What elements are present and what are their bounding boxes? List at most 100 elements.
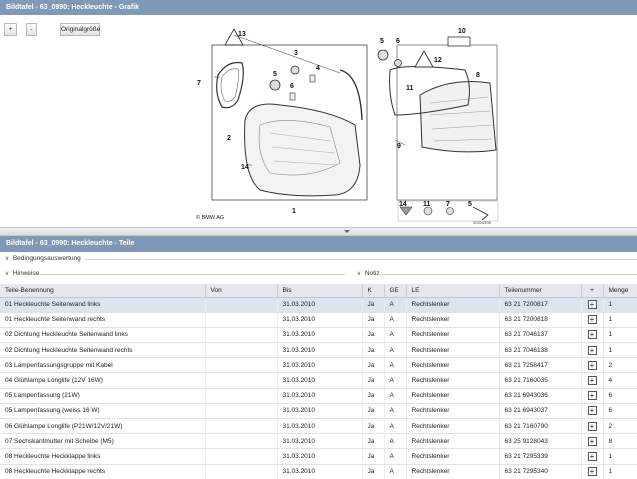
hints-toggle[interactable]: ∨ Hinweise xyxy=(3,268,39,280)
bulb-holder-shape xyxy=(269,79,281,91)
table-row[interactable]: 06 Glühlampe Longlife (P21W/12V/21W)31.0… xyxy=(0,418,637,435)
add-to-cart-icon[interactable]: + xyxy=(587,451,597,461)
graphic-panel-title: Bildtafel - 63_0990: Heckleuchte - Grafi… xyxy=(0,0,637,15)
ge-cell: A xyxy=(384,388,407,404)
from-cell xyxy=(205,372,278,389)
callout-5-small[interactable]: 5 xyxy=(468,201,472,208)
ge-cell: A xyxy=(384,297,407,313)
callout-13[interactable]: 13 xyxy=(238,31,246,38)
add-to-cart-icon[interactable]: + xyxy=(587,467,597,477)
to-cell: 31.03.2010 xyxy=(277,342,363,359)
panel-splitter[interactable] xyxy=(0,227,637,236)
table-row[interactable]: 04 Glühlampe Longlife (12V 16W)31.03.201… xyxy=(0,372,637,389)
from-cell xyxy=(205,357,278,374)
quantity-cell: 1 xyxy=(603,297,637,313)
note-toggle[interactable]: ∨ Notiz xyxy=(355,268,380,280)
callout-6[interactable]: 6 xyxy=(290,83,294,90)
condition-evaluation-section[interactable]: ∨ Bedingungsauswertung xyxy=(0,253,637,265)
callout-7[interactable]: 7 xyxy=(197,80,201,87)
from-cell xyxy=(205,464,278,479)
add-to-cart-icon[interactable]: + xyxy=(587,300,597,310)
le-cell: Rechtslenker xyxy=(406,433,500,450)
column-header-ge[interactable]: GE xyxy=(384,284,407,298)
to-cell: 31.03.2010 xyxy=(277,448,363,465)
column-header-le[interactable]: LE xyxy=(406,284,500,298)
bulb-holder-shape xyxy=(290,65,300,75)
original-size-button[interactable]: Originalgröße xyxy=(60,23,100,36)
add-to-cart-cell[interactable]: + xyxy=(581,372,604,389)
callout-11[interactable]: 11 xyxy=(406,85,414,92)
add-to-cart-cell[interactable]: + xyxy=(581,297,604,313)
add-to-cart-icon[interactable]: + xyxy=(587,391,597,401)
callout-6-right[interactable]: 6 xyxy=(396,38,400,45)
add-to-cart-icon[interactable]: + xyxy=(587,360,597,370)
add-to-cart-icon[interactable]: + xyxy=(587,330,597,340)
part-name-cell: 01 Heckleuchte Seitenwand links xyxy=(0,297,206,313)
zoom-in-button[interactable]: + xyxy=(4,23,17,36)
callout-7-small[interactable]: 7 xyxy=(446,201,450,208)
add-to-cart-icon[interactable]: + xyxy=(587,315,597,325)
callout-5-right[interactable]: 5 xyxy=(380,38,384,45)
add-to-cart-icon[interactable]: + xyxy=(587,421,597,431)
column-header-to[interactable]: Bis xyxy=(277,284,363,298)
table-row[interactable]: 02 Dichtung Heckleuchte Seitenwand recht… xyxy=(0,342,637,359)
k-cell: Ja xyxy=(362,388,385,404)
k-cell: Ja xyxy=(362,357,385,374)
callout-11-small[interactable]: 11 xyxy=(423,201,431,208)
column-header-name[interactable]: Teile-Benennung xyxy=(0,284,206,298)
add-to-cart-icon[interactable]: + xyxy=(587,406,597,416)
part-name-cell: 07 Sechskantmutter mit Scheibe (M5) xyxy=(0,433,206,450)
part-name-cell: 03 Lampenfassungsgruppe mit Kabel xyxy=(0,357,206,374)
add-to-cart-cell[interactable]: + xyxy=(581,418,604,435)
callout-1[interactable]: 1 xyxy=(292,208,296,215)
column-header-from[interactable]: Von xyxy=(205,284,278,298)
zoom-out-button[interactable]: - xyxy=(26,23,37,36)
add-to-cart-icon[interactable]: + xyxy=(587,376,597,386)
callout-14[interactable]: 14 xyxy=(241,164,249,171)
callout-8[interactable]: 8 xyxy=(476,72,480,79)
add-to-cart-cell[interactable]: + xyxy=(581,464,604,479)
add-to-cart-icon[interactable]: + xyxy=(587,436,597,446)
part-number-cell: 63 21 7046138 xyxy=(499,342,582,359)
column-header-part-number[interactable]: Teilenummer xyxy=(499,284,582,298)
add-to-cart-cell[interactable]: + xyxy=(581,388,604,404)
k-cell: Ja xyxy=(362,403,385,420)
callout-12[interactable]: 12 xyxy=(434,57,442,64)
chevron-down-icon: ∨ xyxy=(4,271,10,277)
tailgate-light-ribs xyxy=(429,96,493,142)
add-to-cart-icon[interactable]: + xyxy=(587,345,597,355)
add-to-cart-cell[interactable]: + xyxy=(581,433,604,450)
leader-line xyxy=(394,139,406,146)
le-cell: Rechtslenker xyxy=(406,418,500,435)
parts-diagram[interactable]: 13 3 4 5 6 7 2 14 1 5 6 10 12 8 11 9 14 … xyxy=(190,15,510,227)
table-row[interactable]: 02 Dichtung Heckleuchte Seitenwand links… xyxy=(0,327,637,344)
table-row[interactable]: 07 Sechskantmutter mit Scheibe (M5)31.03… xyxy=(0,433,637,450)
add-to-cart-cell[interactable]: + xyxy=(581,342,604,359)
column-header-k[interactable]: K xyxy=(362,284,385,298)
quantity-cell: 1 xyxy=(603,327,637,344)
add-to-cart-cell[interactable]: + xyxy=(581,312,604,328)
callout-9[interactable]: 9 xyxy=(397,143,401,150)
callout-4[interactable]: 4 xyxy=(316,65,320,72)
add-to-cart-cell[interactable]: + xyxy=(581,357,604,374)
part-number-cell: 63 21 7046137 xyxy=(499,327,582,344)
add-to-cart-cell[interactable]: + xyxy=(581,403,604,420)
part-name-cell: 04 Glühlampe Longlife (12V 16W) xyxy=(0,372,206,389)
column-header-quantity[interactable]: Menge xyxy=(603,284,637,298)
callout-10[interactable]: 10 xyxy=(458,28,466,35)
column-header-add[interactable]: + xyxy=(581,284,604,298)
callout-3[interactable]: 3 xyxy=(294,50,298,57)
callout-14-small[interactable]: 14 xyxy=(399,201,407,208)
add-to-cart-cell[interactable]: + xyxy=(581,327,604,344)
add-to-cart-cell[interactable]: + xyxy=(581,448,604,465)
callout-2[interactable]: 2 xyxy=(227,135,231,142)
le-cell: Rechtslenker xyxy=(406,388,500,404)
callout-5[interactable]: 5 xyxy=(273,71,277,78)
